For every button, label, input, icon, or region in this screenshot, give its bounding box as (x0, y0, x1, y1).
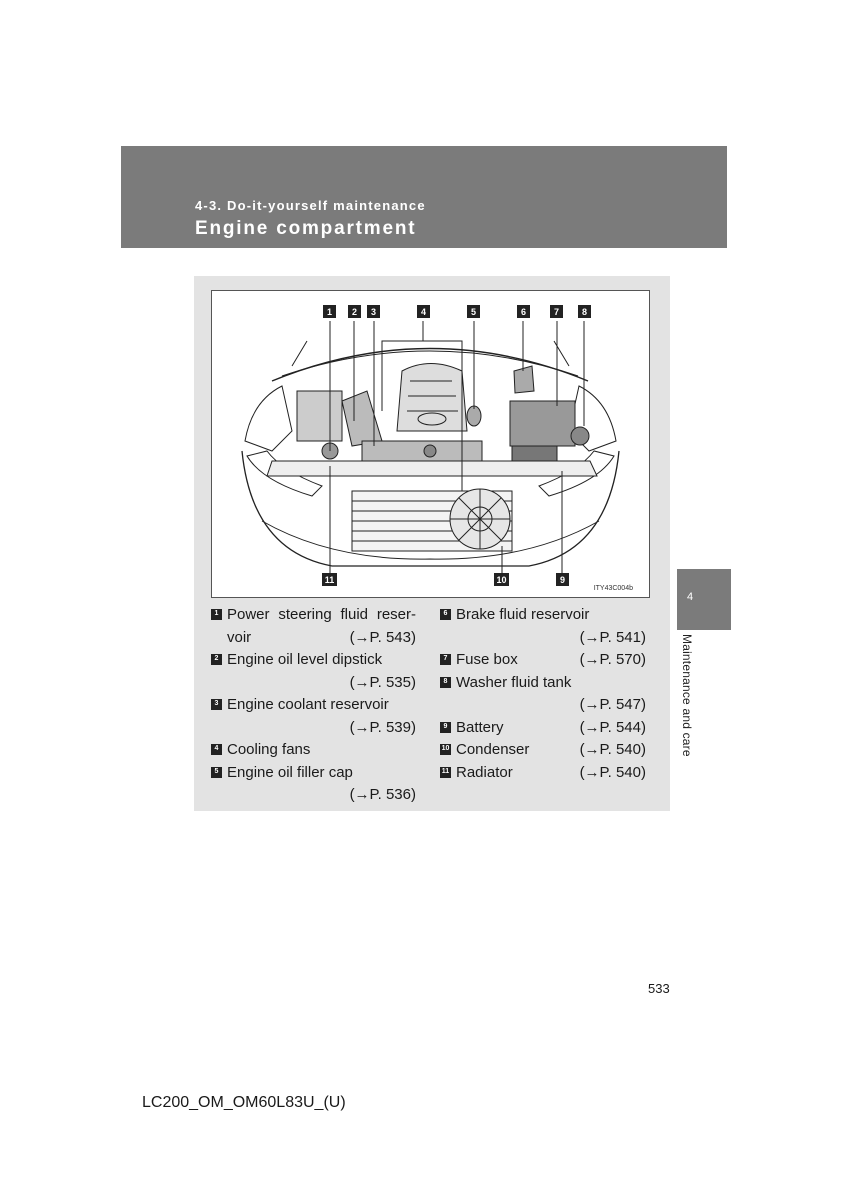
item-label: Brake fluid reservoir (456, 606, 590, 623)
legend-item: 1 Power steering fluid reser- voir (→P. … (211, 604, 416, 649)
item-label: Engine oil filler cap (227, 763, 353, 781)
item-label: Condenser (456, 741, 530, 758)
legend-right: 6 Brake fluid reservoir (→P. 541) 7 Fuse… (440, 604, 646, 784)
item-number: 6 (440, 609, 451, 620)
chapter-number: 4 (687, 591, 694, 603)
item-ref: (→P. 540) (579, 741, 646, 758)
figure-code: ITY43C004b (593, 585, 633, 592)
item-label-cont: voir (227, 628, 252, 646)
legend-item: 6 Brake fluid reservoir (→P. 541) (440, 604, 646, 649)
page-title: Engine compartment (195, 218, 417, 239)
legend-left: 1 Power steering fluid reser- voir (→P. … (211, 604, 416, 807)
legend-item: 5 Engine oil filler cap (→P. 536) (211, 762, 416, 807)
item-number: 5 (211, 766, 222, 778)
item-number: 10 (440, 744, 451, 755)
item-label: Engine oil level dipstick (227, 651, 383, 668)
legend-item: 7 Fuse box (→P. 570) (440, 649, 646, 672)
callout-2: 2 (348, 305, 361, 318)
item-number: 4 (211, 744, 222, 755)
item-ref: (→P. 543) (349, 628, 416, 646)
callout-4: 4 (417, 305, 430, 318)
item-number: 3 (211, 699, 222, 710)
callout-1: 1 (323, 305, 336, 318)
item-label: Washer fluid tank (456, 673, 572, 691)
figure-panel: 1 2 3 4 5 6 7 8 9 10 11 ITY43C004b 1 Pow… (194, 276, 670, 811)
chapter-header: 4-3. Do-it-yourself maintenance Engine c… (121, 146, 727, 248)
section-label: 4-3. Do-it-yourself maintenance (195, 198, 426, 213)
item-label: Fuse box (456, 651, 518, 668)
item-ref: (→P. 540) (579, 763, 646, 781)
legend-item: 10 Condenser (→P. 540) (440, 739, 646, 762)
item-ref: (→P. 541) (579, 628, 646, 646)
footer-code: LC200_OM_OM60L83U_(U) (142, 1094, 346, 1111)
callout-9: 9 (556, 573, 569, 586)
item-ref: (→P. 570) (579, 651, 646, 668)
page-number: 533 (648, 981, 670, 996)
callout-5: 5 (467, 305, 480, 318)
legend-item: 9 Battery (→P. 544) (440, 717, 646, 740)
callout-7: 7 (550, 305, 563, 318)
item-number: 7 (440, 654, 451, 665)
item-number: 1 (211, 609, 222, 620)
item-ref: (→P. 535) (349, 673, 416, 691)
item-ref: (→P. 539) (349, 718, 416, 736)
callout-11: 11 (322, 573, 337, 586)
item-ref: (→P. 536) (349, 786, 416, 803)
callout-8: 8 (578, 305, 591, 318)
item-number: 11 (440, 766, 451, 778)
callout-3: 3 (367, 305, 380, 318)
chapter-tab: 4 (677, 569, 731, 630)
chapter-title: Maintenance and care (680, 634, 694, 757)
item-number: 9 (440, 721, 451, 733)
legend-item: 11 Radiator (→P. 540) (440, 762, 646, 785)
chapter-side-label: Maintenance and care (677, 634, 697, 774)
legend-item: 4 Cooling fans (211, 739, 416, 762)
item-label: Battery (456, 718, 504, 736)
item-label: Radiator (456, 763, 513, 781)
item-number: 8 (440, 676, 451, 688)
callout-6: 6 (517, 305, 530, 318)
engine-drawing (241, 321, 620, 578)
legend-item: 8 Washer fluid tank (→P. 547) (440, 672, 646, 717)
item-label: Power steering fluid reser- (227, 606, 416, 623)
item-label: Engine coolant reservoir (227, 696, 389, 713)
item-ref: (→P. 544) (579, 718, 646, 736)
legend-item: 2 Engine oil level dipstick (→P. 535) (211, 649, 416, 694)
item-ref: (→P. 547) (579, 696, 646, 713)
item-number: 2 (211, 654, 222, 665)
item-label: Cooling fans (227, 741, 311, 758)
legend-item: 3 Engine coolant reservoir (→P. 539) (211, 694, 416, 739)
callout-10: 10 (494, 573, 509, 586)
engine-illustration: 1 2 3 4 5 6 7 8 9 10 11 ITY43C004b (211, 290, 650, 598)
